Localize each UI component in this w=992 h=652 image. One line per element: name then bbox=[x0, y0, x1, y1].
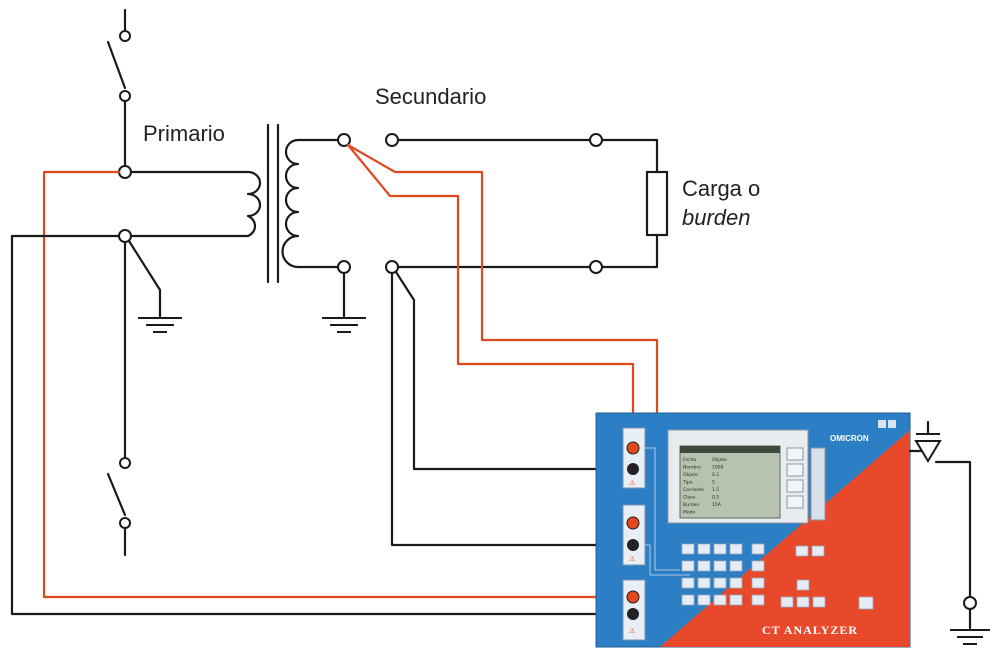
lcd-row-label: Tipo bbox=[682, 480, 693, 486]
secondary-terminal-s1 bbox=[337, 133, 351, 147]
secondary-label: Secundario bbox=[375, 84, 486, 109]
secondary-terminal-s2 bbox=[337, 260, 351, 274]
lcd-row-value: 5 bbox=[712, 480, 715, 486]
primary-terminal-p1 bbox=[118, 165, 132, 179]
primary-winding bbox=[129, 170, 262, 238]
lcd-row-value: 0.5 bbox=[712, 495, 719, 501]
bottom-switch bbox=[106, 238, 131, 557]
burden-label-line2: burden bbox=[682, 205, 751, 230]
softkey-1[interactable] bbox=[786, 447, 804, 461]
lcd-row-label: Fecha bbox=[683, 457, 696, 463]
softkey-4[interactable] bbox=[786, 495, 804, 509]
burden-circuit bbox=[396, 138, 669, 269]
top-switch bbox=[106, 8, 131, 169]
svg-text:⚠: ⚠ bbox=[629, 479, 636, 487]
arrow-keys[interactable] bbox=[780, 579, 826, 608]
black-wire-primary bbox=[10, 234, 635, 616]
svg-text:⚠: ⚠ bbox=[629, 627, 636, 635]
burden-terminal-4 bbox=[589, 260, 603, 274]
device-name: CT ANALYZER bbox=[762, 623, 858, 637]
v-in-black-socket[interactable] bbox=[627, 463, 639, 475]
secondary-ground-icon bbox=[322, 271, 366, 333]
device-ground-icon bbox=[908, 420, 990, 645]
out-red-socket[interactable] bbox=[626, 590, 640, 604]
omicron-logo-icon bbox=[878, 420, 886, 428]
lcd-row-label: Modo bbox=[683, 510, 695, 516]
black-wire-secondary-a bbox=[394, 270, 635, 471]
red-wire-secondary-b bbox=[346, 143, 635, 435]
sense-red-socket[interactable] bbox=[626, 516, 640, 530]
lcd-row-label: Clase bbox=[683, 495, 695, 501]
v-in-red-socket[interactable] bbox=[626, 441, 640, 455]
softkey-2[interactable] bbox=[786, 463, 804, 477]
lcd-row-value: 1.5 bbox=[712, 487, 719, 493]
out-black-socket[interactable] bbox=[627, 608, 639, 620]
ct-analyzer-device: ⚠ ⚠ ⚠ bbox=[595, 412, 911, 648]
lcd-row-label: Corriente bbox=[683, 487, 704, 493]
transformer-core bbox=[266, 123, 280, 284]
lcd-row-value: Objeto bbox=[712, 457, 727, 463]
lcd-row-label: Burden bbox=[683, 502, 699, 508]
lcd-row-value: 1000 bbox=[712, 465, 724, 471]
voltage-input-bay bbox=[622, 427, 646, 489]
red-wire-primary bbox=[42, 170, 635, 599]
keypad bbox=[681, 543, 825, 606]
start-stop-button[interactable] bbox=[858, 596, 874, 610]
black-wire-secondary-b bbox=[390, 271, 635, 547]
burden-resistor bbox=[645, 170, 669, 237]
burden-label-line1: Carga o bbox=[682, 176, 760, 201]
burden-terminal-3 bbox=[589, 133, 603, 147]
lcd-row-value: 15A bbox=[712, 502, 722, 508]
primary-label: Primario bbox=[143, 121, 225, 146]
burden-terminal-1 bbox=[385, 133, 399, 147]
svg-text:⚠: ⚠ bbox=[629, 555, 636, 563]
primary-ground-icon bbox=[127, 239, 182, 333]
softkey-3[interactable] bbox=[786, 479, 804, 493]
secondary-winding bbox=[281, 138, 340, 269]
device-brand: OMICRON bbox=[830, 434, 869, 443]
lcd-row-label: Objeto bbox=[683, 472, 698, 478]
lcd-row-value: 0.2 bbox=[712, 472, 719, 478]
lcd-screen bbox=[679, 445, 781, 519]
lcd-row-label: Nombre bbox=[683, 465, 701, 471]
sense-black-socket[interactable] bbox=[627, 539, 639, 551]
